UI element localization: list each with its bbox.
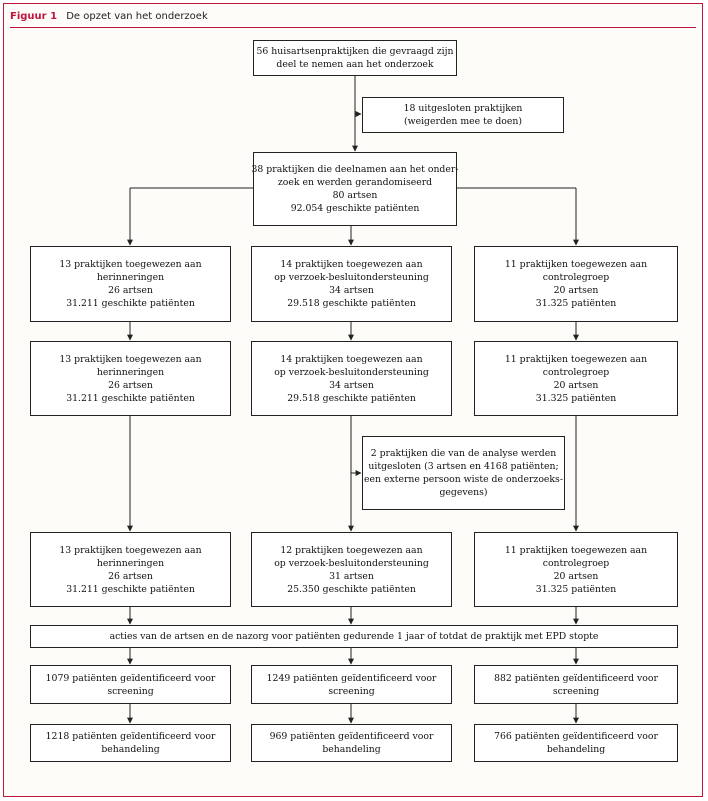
box-line: 11 praktijken toegewezen aan: [504, 353, 648, 365]
box-line: herinneringen: [96, 366, 165, 378]
box-line: op verzoek-besluitondersteuning: [274, 557, 429, 569]
box-line: 20 artsen: [553, 570, 599, 582]
box-line: 1079 patiënten geïdentificeerd voor: [45, 672, 216, 684]
box-line: behandeling: [322, 744, 381, 755]
box-line: controlegroep: [542, 272, 610, 283]
box-line: 31 artsen: [329, 570, 374, 582]
box-line: 969 patiënten geïdentificeerd voor: [269, 731, 434, 742]
box-line: 18 uitgesloten praktijken: [403, 103, 523, 114]
box-treatment-support: 969 patiënten geïdentificeerd voor behand…: [251, 724, 452, 762]
box-line: 13 praktijken toegewezen aan: [59, 259, 202, 270]
box-line: 34 artsen: [329, 379, 374, 391]
box-line: zoek en werden gerandomiseerd: [277, 177, 433, 188]
box-line: 29.518 geschikte patiënten: [287, 298, 416, 309]
header-rule: [10, 27, 696, 28]
box-reminders-1: 13 praktijken toegewezen aan herinneringe…: [30, 246, 231, 322]
box-line: 38 praktijken die deelnamen aan het onde…: [251, 164, 459, 175]
box-line: 11 praktijken toegewezen aan: [504, 259, 648, 270]
box-line: 92.054 geschikte patiënten: [290, 203, 420, 214]
box-line: screening: [552, 685, 600, 697]
box-line: acties van de artsen en de nazorg voor p…: [109, 631, 599, 642]
box-line: 29.518 geschikte patiënten: [287, 392, 416, 404]
box-line: herinneringen: [96, 272, 165, 283]
box-randomised: 38 praktijken die deelnamen aan het onde…: [251, 152, 459, 226]
figure-header: Figuur 1 De opzet van het onderzoek: [10, 9, 208, 25]
box-line: 26 artsen: [108, 379, 153, 391]
box-invited: 56 huisartsenpraktijken die gevraagd zij…: [253, 40, 457, 76]
box-line: 31.211 geschikte patiënten: [66, 392, 195, 404]
box-line: uitgesloten (3 artsen en 4168 patiënten;: [368, 461, 559, 472]
box-excluded: 18 uitgesloten praktijken (weigerden mee …: [362, 97, 564, 133]
box-line: 14 praktijken toegewezen aan: [280, 259, 423, 270]
box-line: 13 praktijken toegewezen aan: [59, 353, 202, 365]
box-line: 11 praktijken toegewezen aan: [504, 544, 648, 556]
box-line: herinneringen: [96, 557, 165, 569]
box-line: 80 artsen: [332, 190, 378, 201]
box-line: 34 artsen: [329, 285, 374, 296]
box-line: 766 patiënten geïdentificeerd voor: [494, 731, 658, 742]
box-line: controlegroep: [542, 366, 610, 378]
box-line: 14 praktijken toegewezen aan: [280, 353, 423, 365]
box-line: een externe persoon wiste de onderzoeks-: [364, 474, 563, 485]
box-treatment-reminders: 1218 patiënten geïdentificeerd voor behan…: [30, 724, 231, 762]
box-line: 31.211 geschikte patiënten: [66, 298, 195, 309]
box-line: 1249 patiënten geïdentificeerd voor: [266, 672, 437, 684]
box-line: behandeling: [546, 744, 606, 755]
box-line: 31.325 patiënten: [535, 583, 617, 595]
figure-label: Figuur 1: [10, 11, 58, 22]
box-line: screening: [328, 685, 375, 697]
box-line: behandeling: [101, 744, 160, 755]
box-line: controlegroep: [542, 557, 610, 569]
box-line: 1218 patiënten geïdentificeerd voor: [45, 731, 216, 742]
box-analysis-excluded: 2 praktijken die van de analyse werden ui…: [362, 436, 565, 510]
box-line: op verzoek-besluitondersteuning: [274, 272, 429, 283]
figure-title: De opzet van het onderzoek: [66, 11, 208, 22]
box-line: 2 praktijken die van de analyse werden: [370, 448, 557, 459]
box-line: 20 artsen: [553, 379, 599, 391]
box-line: 26 artsen: [108, 570, 153, 582]
box-line: 31.325 patiënten: [535, 392, 617, 404]
box-line: screening: [107, 685, 154, 697]
box-actions: acties van de artsen en de nazorg voor p…: [30, 625, 678, 648]
box-support-1: 14 praktijken toegewezen aan op verzoek-b…: [251, 246, 452, 322]
box-line: op verzoek-besluitondersteuning: [274, 366, 429, 378]
box-line: 26 artsen: [108, 285, 153, 296]
box-line: 25.350 geschikte patiënten: [287, 583, 416, 595]
box-line: 12 praktijken toegewezen aan: [280, 544, 423, 556]
box-line: 882 patiënten geïdentificeerd voor: [494, 672, 658, 684]
box-line: (weigerden mee te doen): [404, 116, 522, 127]
box-treatment-control: 766 patiënten geïdentificeerd voor behand…: [474, 724, 678, 762]
box-line: 31.211 geschikte patiënten: [66, 583, 195, 595]
box-line: 31.325 patiënten: [535, 298, 617, 309]
box-line: 13 praktijken toegewezen aan: [59, 544, 202, 556]
box-line: gegevens): [439, 487, 488, 498]
box-line: deel te nemen aan het onderzoek: [276, 59, 434, 70]
box-line: 56 huisartsenpraktijken die gevraagd zij…: [256, 46, 454, 57]
box-line: 20 artsen: [553, 285, 599, 296]
box-control-1: 11 praktijken toegewezen aan controlegroe…: [474, 246, 678, 322]
